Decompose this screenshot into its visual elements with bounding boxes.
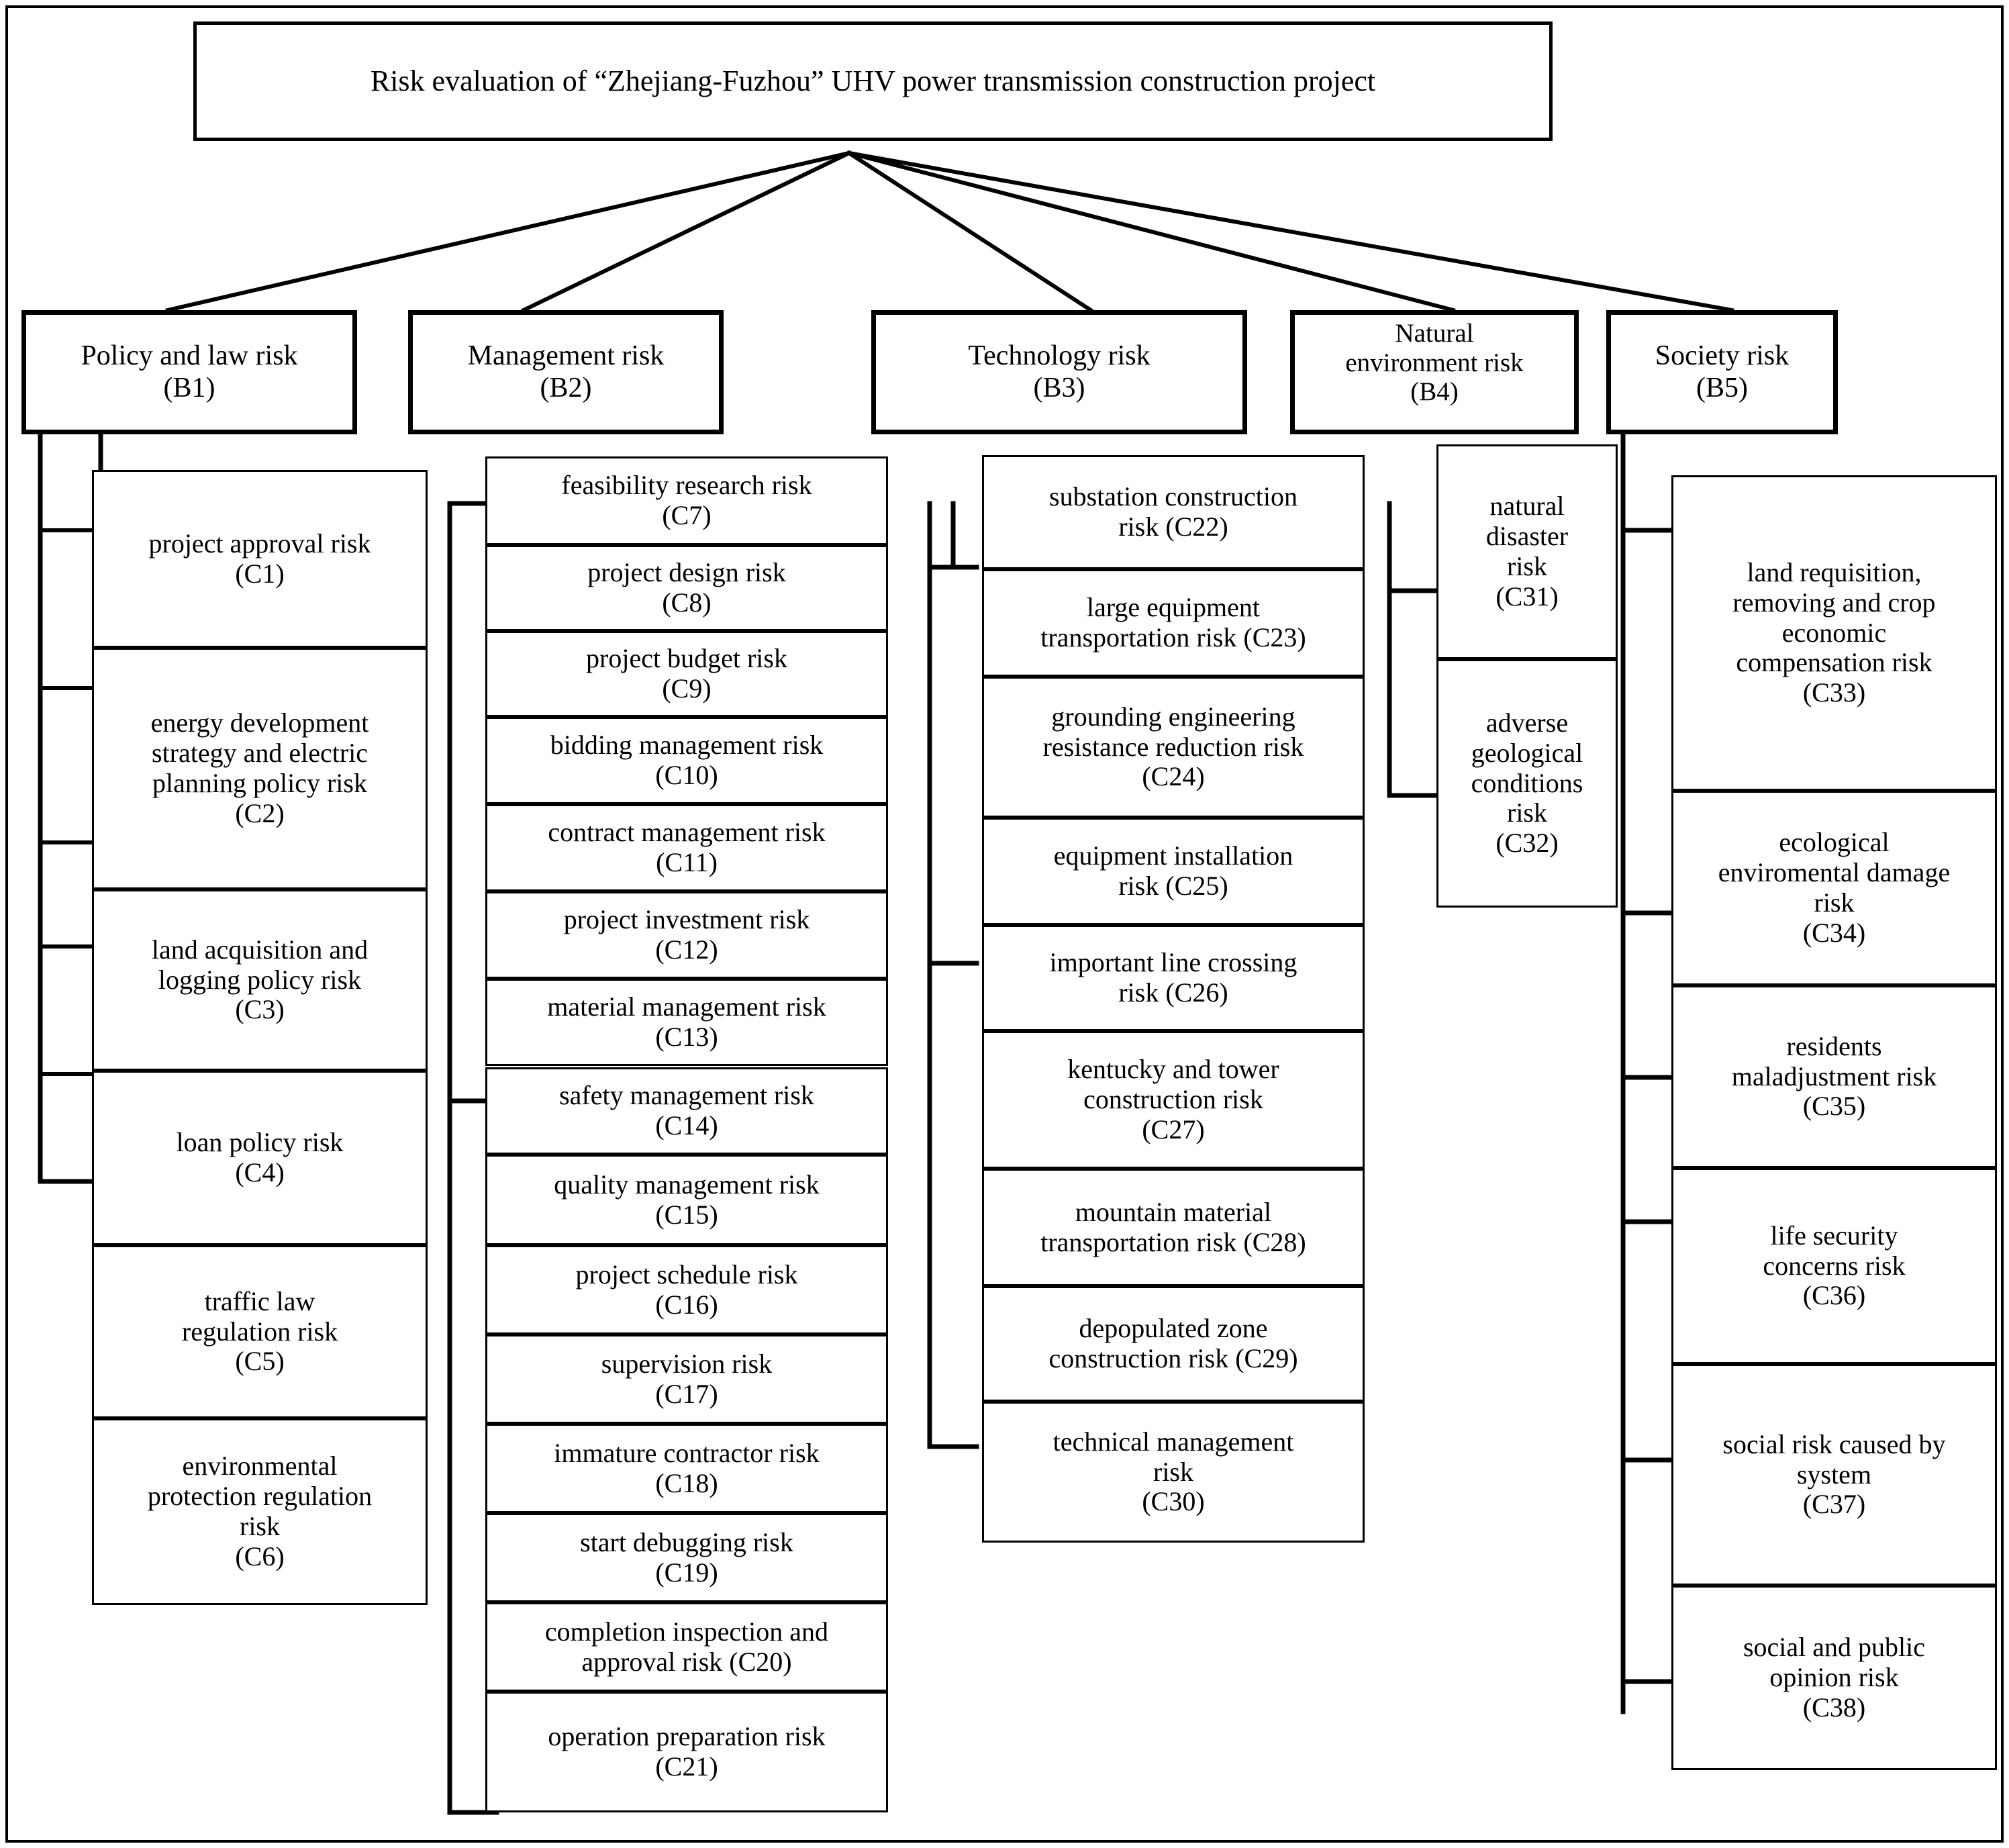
indicator-box-c24: grounding engineering resistance reducti… — [982, 677, 1365, 818]
indicator-box-c30: technical management risk (C30) — [982, 1402, 1365, 1543]
indicator-box-c15: quality management risk (C15) — [485, 1155, 888, 1245]
indicator-box-c27: kentucky and tower construction risk (C2… — [982, 1031, 1365, 1169]
criteria-box-b5: Society risk (B5) — [1606, 310, 1838, 434]
indicator-box-c31: natural disaster risk (C31) — [1436, 444, 1618, 659]
indicator-box-c1: project approval risk (C1) — [92, 470, 428, 648]
indicator-box-c38: social and public opinion risk (C38) — [1671, 1586, 1997, 1770]
criteria-box-b3: Technology risk (B3) — [871, 310, 1247, 434]
indicator-label-c2: energy development strategy and electric… — [150, 708, 369, 828]
indicator-label-c16: project schedule risk (C16) — [575, 1259, 798, 1320]
indicator-box-c17: supervision risk (C17) — [485, 1334, 888, 1424]
criteria-label-b5: Society risk (B5) — [1655, 340, 1790, 403]
indicator-label-c15: quality management risk (C15) — [554, 1169, 820, 1230]
criteria-label-b2: Management risk (B2) — [467, 340, 665, 403]
indicator-box-c2: energy development strategy and electric… — [92, 648, 428, 889]
indicator-label-c38: social and public opinion risk (C38) — [1743, 1632, 1926, 1722]
indicator-label-c37: social risk caused by system (C37) — [1722, 1428, 1946, 1520]
indicator-box-c21: operation preparation risk (C21) — [485, 1692, 888, 1812]
criteria-box-b4: Natural environment risk (B4) — [1290, 310, 1579, 434]
diagram-outer-frame — [5, 5, 2004, 1843]
indicator-label-c18: immature contractor risk (C18) — [554, 1437, 820, 1498]
indicator-box-c29: depopulated zone construction risk (C29) — [982, 1286, 1365, 1402]
indicator-box-c26: important line crossing risk (C26) — [982, 925, 1365, 1031]
indicator-box-c12: project investment risk (C12) — [485, 891, 888, 979]
indicator-label-c10: bidding management risk (C10) — [550, 730, 824, 790]
indicator-label-c1: project approval risk (C1) — [148, 528, 371, 589]
indicator-label-c7: feasibility research risk (C7) — [561, 470, 812, 530]
indicator-label-c28: mountain material transportation risk (C… — [1040, 1196, 1306, 1257]
indicator-box-c28: mountain material transportation risk (C… — [982, 1169, 1365, 1286]
indicator-label-c4: loan policy risk (C4) — [176, 1127, 344, 1187]
criteria-box-b2: Management risk (B2) — [408, 310, 724, 434]
indicator-box-c8: project design risk (C8) — [485, 545, 888, 631]
indicator-label-c32: adverse geological conditions risk (C32) — [1471, 708, 1583, 859]
indicator-label-c24: grounding engineering resistance reducti… — [1042, 701, 1304, 792]
indicator-label-c3: land acquisition and logging policy risk… — [151, 934, 369, 1025]
indicator-label-c20: completion inspection and approval risk … — [544, 1616, 829, 1677]
indicator-box-c16: project schedule risk (C16) — [485, 1245, 888, 1334]
indicator-label-c8: project design risk (C8) — [587, 557, 786, 618]
indicator-box-c5: traffic law regulation risk (C5) — [92, 1245, 428, 1418]
indicator-label-c14: safety management risk (C14) — [559, 1080, 814, 1140]
indicator-label-c34: ecological enviromental damage risk (C34… — [1718, 827, 1951, 948]
goal-label: Risk evaluation of “Zhejiang-Fuzhou” UHV… — [370, 64, 1376, 98]
indicator-box-c22: substation construction risk (C22) — [982, 455, 1365, 569]
indicator-label-c31: natural disaster risk (C31) — [1485, 491, 1569, 612]
indicator-box-c7: feasibility research risk (C7) — [485, 456, 888, 545]
indicator-box-c9: project budget risk (C9) — [485, 631, 888, 717]
indicator-label-c26: important line crossing risk (C26) — [1049, 947, 1297, 1008]
criteria-label-b1: Policy and law risk (B1) — [81, 340, 298, 403]
indicator-box-c25: equipment installation risk (C25) — [982, 818, 1365, 925]
indicator-label-c33: land requisition, removing and crop econ… — [1732, 557, 1936, 708]
indicator-box-c18: immature contractor risk (C18) — [485, 1424, 888, 1513]
indicator-label-c17: supervision risk (C17) — [601, 1348, 773, 1409]
indicator-box-c10: bidding management risk (C10) — [485, 717, 888, 804]
indicator-box-c36: life security concerns risk (C36) — [1671, 1168, 1997, 1364]
indicator-label-c36: life security concerns risk (C36) — [1763, 1220, 1906, 1311]
indicator-box-c11: contract management risk (C11) — [485, 804, 888, 891]
indicator-box-c23: large equipment transportation risk (C23… — [982, 569, 1365, 677]
indicator-box-c34: ecological enviromental damage risk (C34… — [1671, 791, 1997, 985]
indicator-label-c13: material management risk (C13) — [547, 991, 826, 1052]
indicator-label-c22: substation construction risk (C22) — [1049, 481, 1297, 542]
indicator-label-c30: technical management risk (C30) — [1052, 1426, 1294, 1517]
indicator-box-c6: environmental protection regulation risk… — [92, 1418, 428, 1605]
indicator-label-c19: start debugging risk (C19) — [580, 1526, 793, 1588]
indicator-label-c27: kentucky and tower construction risk (C2… — [1067, 1054, 1279, 1145]
indicator-label-c5: traffic law regulation risk (C5) — [181, 1285, 338, 1377]
indicator-label-c25: equipment installation risk (C25) — [1053, 840, 1293, 901]
criteria-box-b1: Policy and law risk (B1) — [21, 310, 357, 434]
indicator-box-c13: material management risk (C13) — [485, 979, 888, 1066]
criteria-label-b3: Technology risk (B3) — [968, 340, 1150, 403]
indicator-label-c21: operation preparation risk (C21) — [548, 1721, 826, 1782]
indicator-box-c4: loan policy risk (C4) — [92, 1071, 428, 1245]
indicator-box-c19: start debugging risk (C19) — [485, 1513, 888, 1602]
indicator-box-c20: completion inspection and approval risk … — [485, 1602, 888, 1692]
indicator-label-c9: project budget risk (C9) — [586, 643, 787, 703]
indicator-box-c37: social risk caused by system (C37) — [1671, 1364, 1997, 1586]
indicator-label-c35: residents maladjustment risk (C35) — [1731, 1030, 1937, 1122]
indicator-box-c32: adverse geological conditions risk (C32) — [1436, 659, 1618, 908]
indicator-box-c14: safety management risk (C14) — [485, 1067, 888, 1155]
indicator-label-c12: project investment risk (C12) — [563, 904, 810, 965]
indicator-box-c33: land requisition, removing and crop econ… — [1671, 475, 1997, 791]
indicator-box-c3: land acquisition and logging policy risk… — [92, 889, 428, 1071]
indicator-label-c6: environmental protection regulation risk… — [147, 1451, 373, 1571]
indicator-label-c11: contract management risk (C11) — [548, 817, 826, 877]
indicator-label-c23: large equipment transportation risk (C23… — [1040, 592, 1306, 652]
indicator-box-c35: residents maladjustment risk (C35) — [1671, 985, 1997, 1168]
indicator-label-c29: depopulated zone construction risk (C29) — [1048, 1313, 1298, 1373]
goal-box: Risk evaluation of “Zhejiang-Fuzhou” UHV… — [193, 21, 1553, 141]
criteria-label-b4: Natural environment risk (B4) — [1345, 318, 1524, 407]
